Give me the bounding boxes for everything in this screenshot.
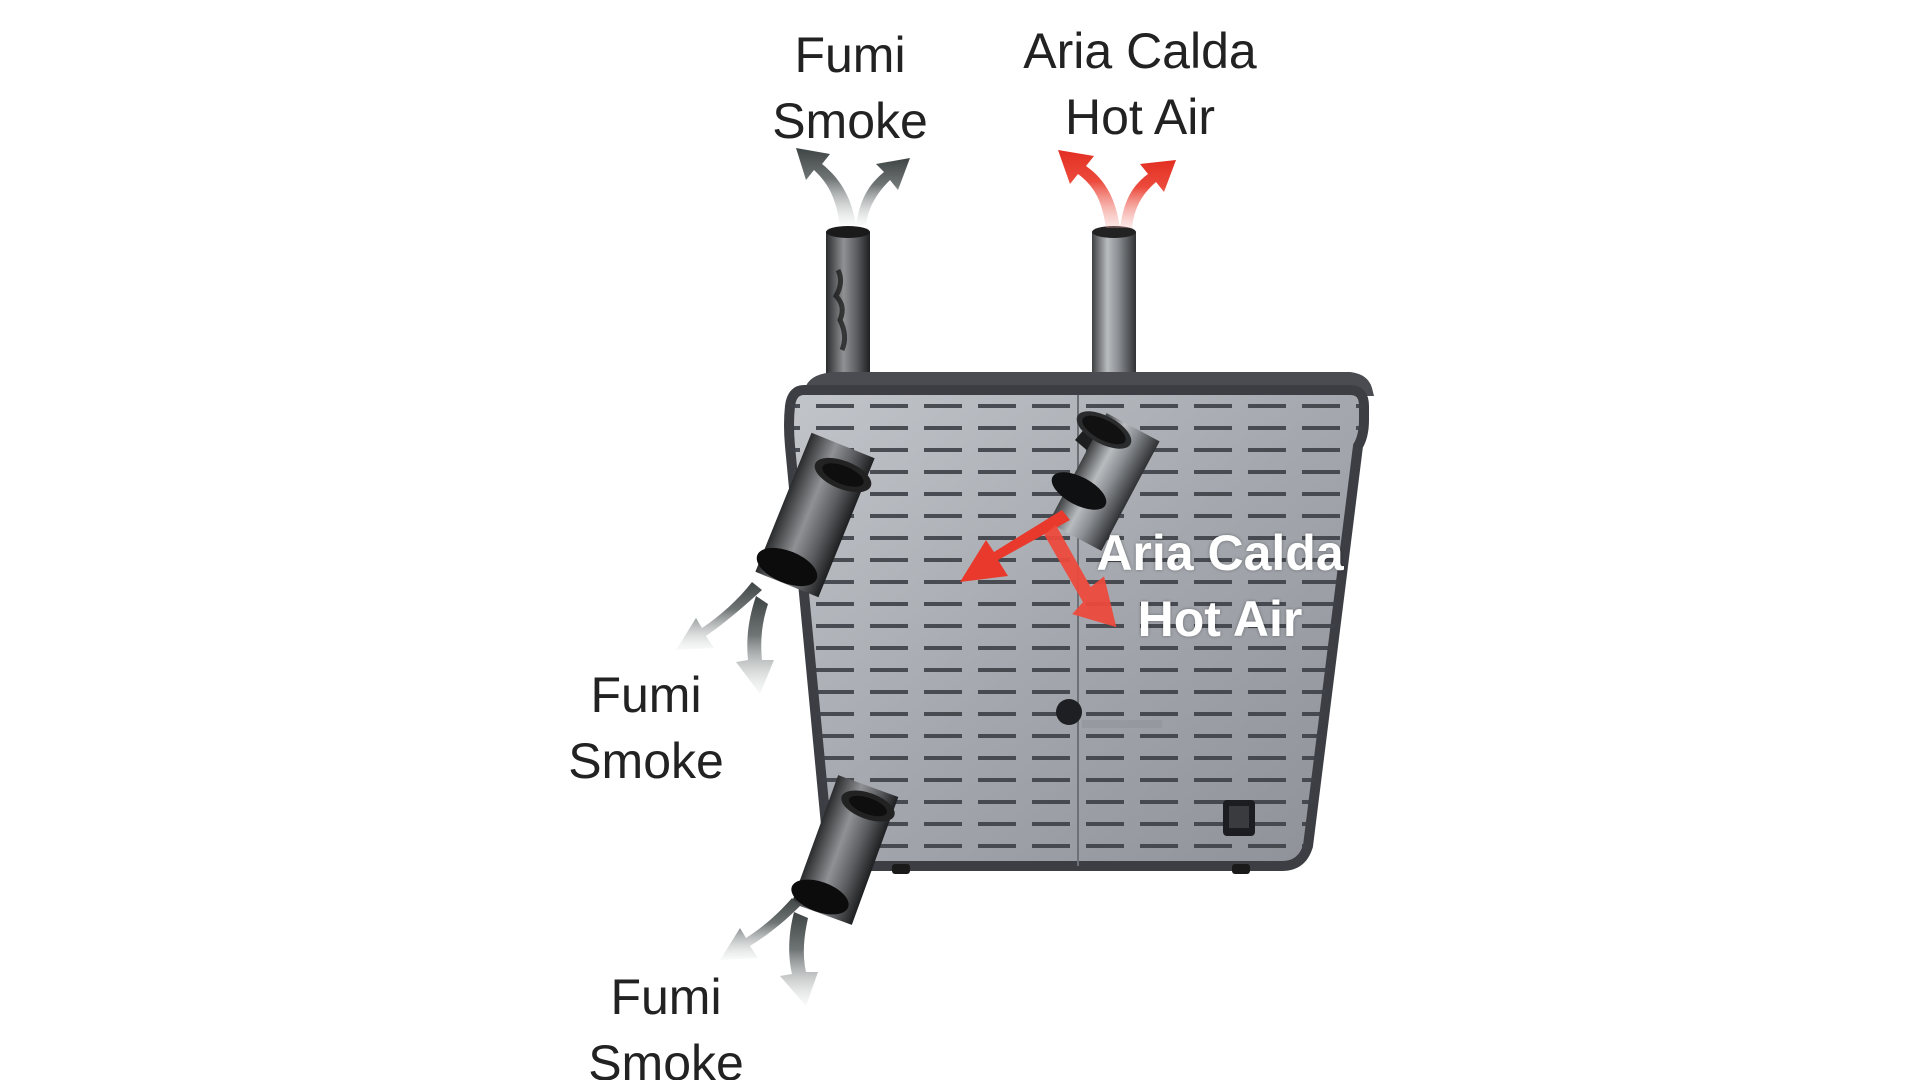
front-hot-air-label: Aria Calda Hot Air xyxy=(1096,525,1344,647)
front-hot-air-arrows xyxy=(960,510,1117,628)
top-smoke-label: Fumi Smoke xyxy=(772,27,928,149)
left-smoke-label: Fumi Smoke xyxy=(568,667,724,789)
top-hot-air-arrows xyxy=(1058,150,1176,228)
front-hot-air-pipe xyxy=(1048,411,1160,551)
stove-cabinet xyxy=(784,372,1374,874)
bottom-smoke-arrows xyxy=(720,898,818,1006)
top-smoke-pipe xyxy=(826,226,870,394)
top-smoke-arrows xyxy=(796,148,910,225)
bottom-smoke-label: Fumi Smoke xyxy=(588,969,744,1080)
hot-air-arrow-icon xyxy=(1058,150,1120,228)
hot-air-arrow-icon xyxy=(1120,160,1176,228)
smoke-arrow-icon xyxy=(780,912,818,1006)
smoke-arrow-icon xyxy=(676,582,762,650)
smoke-arrow-icon xyxy=(796,148,856,225)
hot-air-arrow-icon xyxy=(1044,524,1117,628)
smoke-arrow-icon xyxy=(736,596,774,694)
hot-air-arrow-icon xyxy=(960,510,1070,582)
left-smoke-arrows xyxy=(676,582,774,694)
top-hot-air-label: Aria Calda Hot Air xyxy=(1023,23,1257,145)
left-smoke-pipe xyxy=(755,432,875,598)
top-hot-air-pipe xyxy=(1092,226,1136,394)
smoke-arrow-icon xyxy=(856,158,910,225)
smoke-arrow-icon xyxy=(720,898,800,960)
bottom-smoke-pipe xyxy=(791,775,899,925)
